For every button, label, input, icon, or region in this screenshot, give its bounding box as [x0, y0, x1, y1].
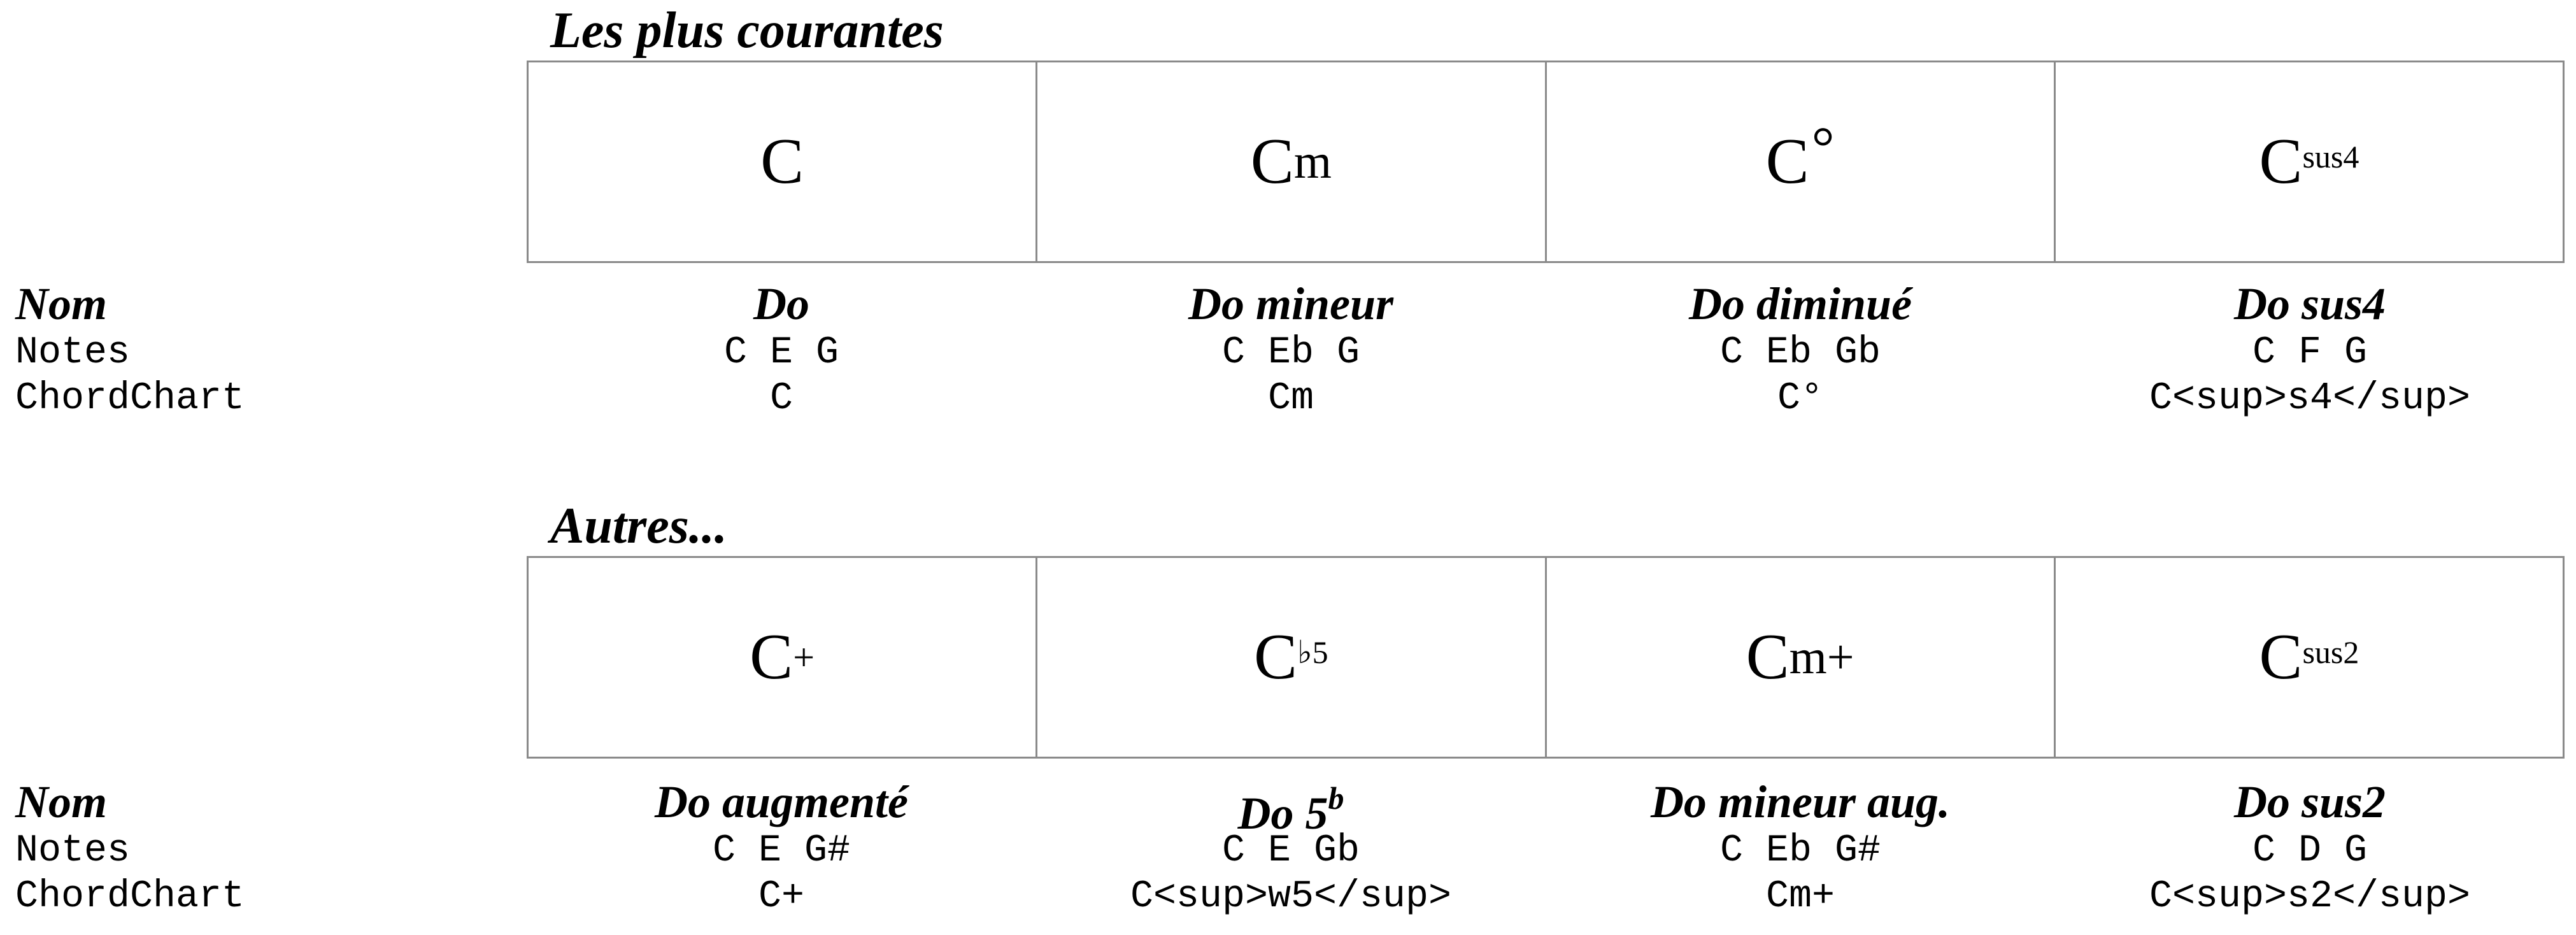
chord-chordchart-code: C<sup>w5</sup> [1130, 875, 1452, 918]
label-nom: Nom [15, 776, 107, 827]
chord-chordchart-code: C+ [758, 875, 804, 918]
chord-notes: C F G [2252, 331, 2368, 375]
chord-chordchart-code: C° [1777, 377, 1823, 420]
chord-name-text: Do 5 [1237, 788, 1328, 839]
chord-notes: C E G# [712, 829, 851, 873]
chord-notes: C Eb Gb [1719, 331, 1881, 375]
chord-notes: C E Gb [1221, 829, 1360, 873]
chord-symbol-root: C [1765, 125, 1809, 197]
chord-name-with-superscript: Do 5b [1036, 776, 1546, 839]
label-nom: Nom [15, 278, 107, 329]
chord-notes: C D G [2252, 829, 2368, 873]
chord-symbol-root: C [750, 621, 793, 693]
chord-info-column: Do diminué C Eb Gb C° [1546, 278, 2055, 422]
chord-chordchart-code: C<sup>s2</sup> [2149, 875, 2471, 918]
chord-chordchart-code: Cm [1267, 377, 1314, 420]
chord-name: Do sus2 [2233, 776, 2386, 827]
chord-symbol-modifier: + [793, 636, 815, 678]
chord-info-column: Do 5b C E Gb C<sup>w5</sup> [1036, 776, 1546, 920]
chord-chordchart-code: C [769, 377, 793, 420]
chord-info-others: Do augmenté C E G# C+ Do 5b C E Gb C<sup… [527, 776, 2565, 920]
chord-name: Do sus4 [2233, 278, 2386, 329]
chord-symbol-root: C [1746, 621, 1790, 693]
chord-notes: C Eb G# [1719, 829, 1881, 873]
chord-name: Do diminué [1688, 278, 1912, 329]
chord-notes: C E G [723, 331, 839, 375]
chord-cell-caug[interactable]: C+ [527, 556, 1038, 759]
label-notes: Notes [15, 829, 131, 873]
chord-name: Do mineur aug. [1650, 776, 1951, 827]
chord-symbol-root: C [1250, 125, 1294, 197]
chord-symbol-root: C [1254, 621, 1298, 693]
chord-info-column: Do sus4 C F G C<sup>s4</sup> [2055, 278, 2565, 422]
label-notes: Notes [15, 331, 131, 375]
section-title-others: Autres... [550, 498, 727, 554]
chord-cell-c[interactable]: C [527, 61, 1038, 263]
chord-symbol-root: C [760, 125, 804, 197]
chord-info-common: Do C E G C Do mineur C Eb G Cm Do diminu… [527, 278, 2565, 422]
row-labels-common: Nom Notes ChordChart [15, 278, 525, 422]
chord-symbol-superscript: sus4 [2302, 139, 2359, 175]
chord-name: Do augmenté [654, 776, 908, 827]
chord-cell-cb5[interactable]: C♭5 [1035, 556, 1547, 759]
chord-symbol-root: C [2259, 621, 2303, 693]
chord-chordchart-code: C<sup>s4</sup> [2149, 377, 2471, 420]
chord-info-column: Do augmenté C E G# C+ [527, 776, 1036, 920]
chord-name: Do [753, 278, 809, 329]
chord-info-column: Do mineur aug. C Eb G# Cm+ [1546, 776, 2055, 920]
chord-symbol-root: C [2259, 125, 2303, 197]
section-title-common: Les plus courantes [550, 3, 944, 59]
chord-cell-cdim[interactable]: C° [1544, 61, 2056, 263]
chord-info-column: Do C E G C [527, 278, 1036, 422]
chord-symbol-modifier: m+ [1789, 631, 1854, 684]
chord-chordchart-code: Cm+ [1765, 875, 1835, 918]
chord-name-superscript: b [1328, 780, 1344, 816]
label-chordchart: ChordChart [15, 377, 245, 420]
chord-notes: C Eb G [1221, 331, 1360, 375]
chord-symbol-superscript: sus2 [2302, 634, 2359, 670]
chord-symbol-modifier: m [1293, 135, 1332, 189]
label-chordchart: ChordChart [15, 875, 245, 918]
chord-info-column: Do mineur C Eb G Cm [1036, 278, 1546, 422]
chord-symbol-diminished: ° [1811, 116, 1835, 179]
chord-name: Do mineur [1188, 278, 1394, 329]
chord-info-column: Do sus2 C D G C<sup>s2</sup> [2055, 776, 2565, 920]
row-labels-others: Nom Notes ChordChart [15, 776, 525, 920]
chord-symbol-superscript: ♭5 [1297, 634, 1328, 670]
